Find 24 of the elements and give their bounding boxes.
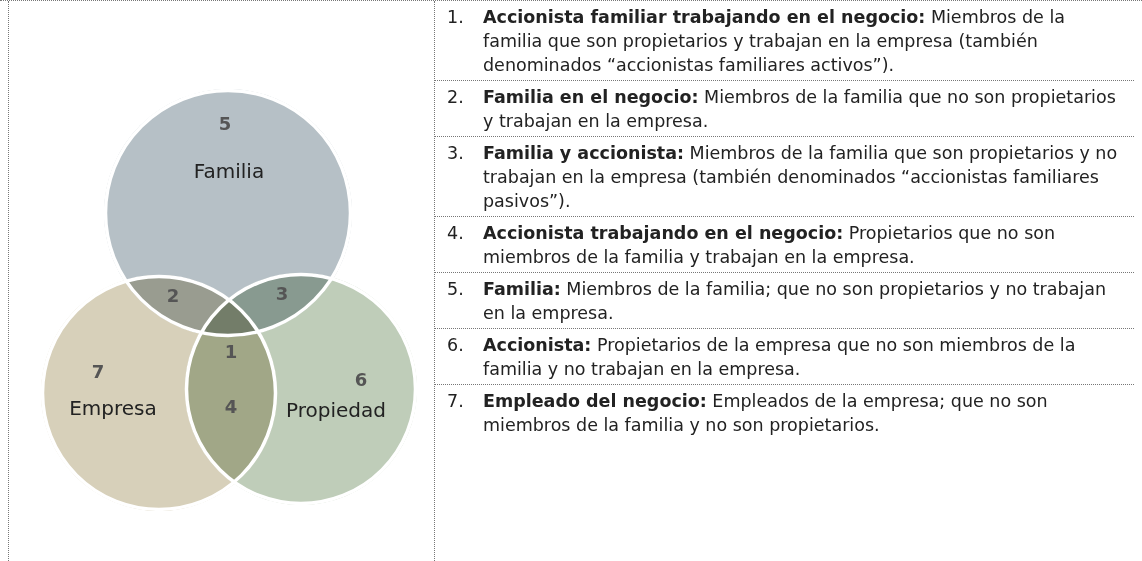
circle-label: Empresa [69, 396, 157, 420]
circle-label: Propiedad [286, 398, 386, 422]
definition-text: Familia y accionista: Miembros de la familia que son propietarios y no trabajan en la empresa (también denominados “accionistas familiares pasivos”). [483, 142, 1119, 213]
definition-text: Empleado del negocio: Empleados de la empresa; que no son miembros de la familia y no son propietarios. [483, 390, 1049, 437]
item-number: 5. [447, 278, 465, 301]
item-number: 7. [447, 390, 465, 413]
item-number: 2. [447, 86, 465, 109]
item-number: 6. [447, 334, 465, 357]
definition-text: Familia en el negocio: Miembros de la familia que no son propietarios y trabajan en la empresa. [483, 86, 1117, 133]
region-number: 3 [275, 283, 289, 304]
circle-label: Familia [193, 159, 265, 183]
definition-text: Accionista: Propietarios de la empresa que no son miembros de la familia y no trabajan en la empresa. [483, 334, 1077, 381]
definition-text: Accionista trabajando en el negocio: Propietarios que no son miembros de la familia y trabajan en la empresa. [483, 222, 1057, 269]
region-number: 5 [218, 113, 232, 134]
region-number: 7 [91, 361, 105, 382]
region-number: 4 [224, 396, 238, 417]
region-number: 1 [224, 341, 238, 362]
region-number: 6 [354, 369, 368, 390]
definition-text: Accionista familiar trabajando en el negocio: Miembros de la familia que son propietarios y trabajan en la empresa (también denominados “accionistas familiares activos”). [483, 6, 1066, 77]
definition-text: Familia: Miembros de la familia; que no son propietarios y no trabajan en la empresa. [483, 278, 1108, 325]
region-number: 2 [166, 285, 180, 306]
item-number: 3. [447, 142, 465, 165]
item-number: 1. [447, 6, 465, 29]
item-number: 4. [447, 222, 465, 245]
